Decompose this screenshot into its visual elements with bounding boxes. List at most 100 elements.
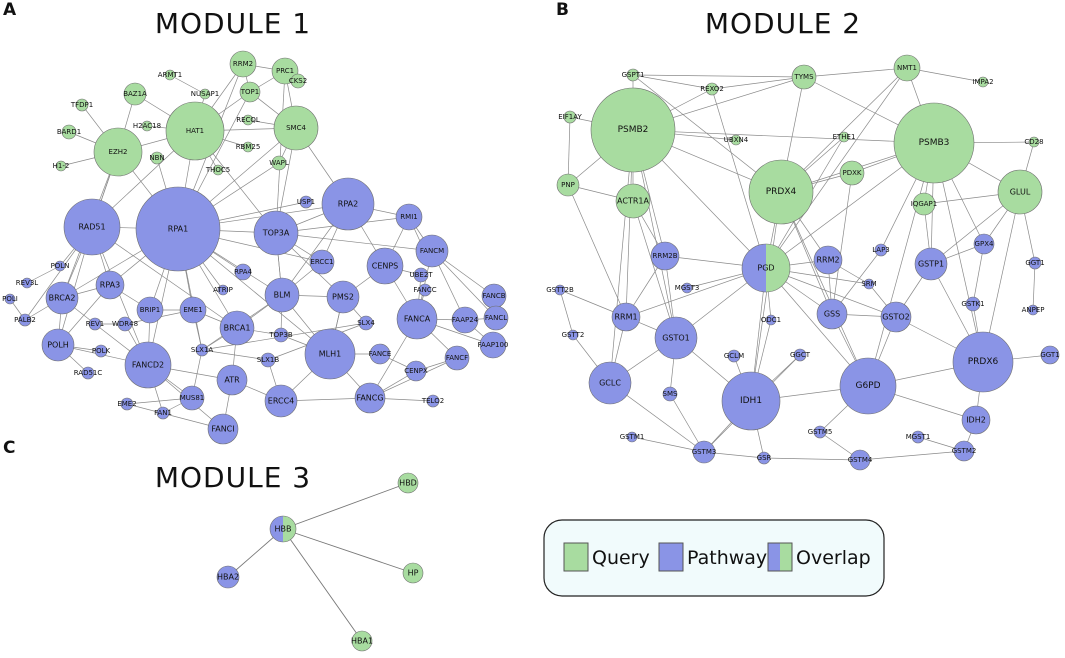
node-circle bbox=[748, 159, 814, 225]
node-label: PSMB3 bbox=[919, 138, 950, 148]
node-circle bbox=[199, 88, 211, 100]
node-label: GSTM3 bbox=[692, 448, 717, 456]
node-label: PRC1 bbox=[276, 67, 294, 75]
network-edge bbox=[126, 403, 224, 430]
node-nbn: NBN bbox=[149, 151, 165, 165]
node-label: RPA3 bbox=[100, 281, 120, 290]
node-circle bbox=[229, 50, 257, 78]
network-edge bbox=[559, 289, 574, 336]
network-edge bbox=[567, 116, 571, 186]
module-1-title: MODULE 1 bbox=[155, 7, 311, 40]
node-ercc1: ERCC1 bbox=[309, 249, 335, 275]
node-label: BRIP1 bbox=[140, 306, 160, 314]
node-gstp1: GSTP1 bbox=[914, 247, 948, 281]
node-rpa2: RPA2 bbox=[321, 177, 375, 231]
node-top1: TOP1 bbox=[239, 81, 261, 103]
node-outline bbox=[741, 243, 791, 293]
node-circle bbox=[239, 81, 261, 103]
node-circle bbox=[41, 328, 75, 362]
node-fancf: FANCF bbox=[444, 345, 470, 371]
node-label: PMS2 bbox=[332, 293, 354, 302]
node-cenps: CENPS bbox=[366, 247, 404, 285]
node-label: RPA1 bbox=[168, 225, 188, 234]
node-srm: SRM bbox=[861, 278, 877, 290]
node-label: UBXN4 bbox=[724, 136, 749, 144]
node-circle bbox=[217, 284, 229, 296]
node-ubxn4: UBXN4 bbox=[724, 134, 749, 146]
network-edge bbox=[632, 129, 935, 144]
node-top3b: TOP3B bbox=[268, 327, 293, 343]
node-fancm: FANCM bbox=[415, 234, 449, 268]
node-label: NMT1 bbox=[897, 64, 917, 72]
node-rmi1: RMI1 bbox=[395, 203, 423, 231]
node-circle bbox=[479, 331, 507, 359]
node-label: PSMB2 bbox=[618, 125, 649, 135]
node-label: IMPA2 bbox=[972, 78, 993, 86]
node-prdx6: PRDX6 bbox=[952, 331, 1014, 393]
node-circle bbox=[366, 247, 404, 285]
node-glul: GLUL bbox=[997, 169, 1043, 215]
node-label: FANCE bbox=[369, 350, 392, 358]
node-eme2: EME2 bbox=[117, 397, 137, 411]
node-circle bbox=[260, 352, 276, 368]
node-usp1: USP1 bbox=[297, 195, 315, 209]
node-label: GSTT2 bbox=[562, 331, 585, 339]
node-circle bbox=[219, 310, 255, 346]
node-gstm4: GSTM4 bbox=[848, 449, 873, 471]
node-circle bbox=[402, 562, 424, 584]
node-label: ODC1 bbox=[761, 316, 781, 324]
node-label: GSTM2 bbox=[952, 447, 977, 455]
node-label: EIF1AY bbox=[558, 113, 582, 121]
node-gclm: GCLM bbox=[724, 349, 744, 363]
node-circle bbox=[1028, 256, 1042, 270]
node-label: GSTP1 bbox=[918, 260, 944, 269]
node-label: USP1 bbox=[297, 198, 315, 206]
node-label: BRCA1 bbox=[224, 324, 251, 333]
node-fance: FANCE bbox=[369, 343, 392, 365]
legend-label-overlap: Overlap bbox=[796, 547, 871, 569]
node-gsr: GSR bbox=[757, 451, 772, 465]
node-g6pd: G6PD bbox=[839, 357, 897, 415]
node-h2ac18: H2AC18 bbox=[133, 120, 161, 132]
node-label: BRCA2 bbox=[49, 294, 76, 303]
node-label: GPX4 bbox=[975, 240, 994, 248]
node-half-pathway bbox=[742, 244, 766, 292]
node-circle bbox=[1028, 136, 1040, 148]
node-prc1: PRC1 bbox=[271, 57, 299, 85]
node-label: POLH bbox=[47, 341, 69, 350]
node-pms2: PMS2 bbox=[326, 280, 360, 314]
node-circle bbox=[626, 68, 640, 82]
legend-swatch-pathway bbox=[658, 542, 684, 572]
node-actr1a: ACTR1A bbox=[615, 183, 651, 219]
node-circle bbox=[61, 124, 77, 140]
node-circle bbox=[141, 120, 153, 132]
node-circle bbox=[721, 371, 781, 431]
node-circle bbox=[212, 164, 224, 176]
node-blm: BLM bbox=[264, 277, 300, 313]
network-edge bbox=[632, 74, 713, 90]
node-circle bbox=[242, 141, 254, 153]
node-rrm2b: RRM2B bbox=[650, 241, 680, 271]
node-label: CD28 bbox=[1024, 138, 1043, 146]
node-rad51c: RAD51C bbox=[74, 366, 102, 380]
node-label: G6PD bbox=[855, 381, 880, 391]
node-label: GSPT1 bbox=[622, 71, 645, 79]
node-baz1a: BAZ1A bbox=[123, 82, 147, 106]
node-label: GSTM4 bbox=[848, 456, 873, 464]
node-label: GSTM1 bbox=[620, 433, 645, 441]
network-edge bbox=[609, 129, 634, 384]
node-label: RMI1 bbox=[400, 213, 417, 221]
network-edge bbox=[803, 67, 908, 78]
node-circle bbox=[117, 316, 133, 332]
node-circle bbox=[395, 203, 423, 231]
node-circle bbox=[150, 151, 164, 165]
node-circle bbox=[54, 260, 66, 272]
node-fancg: FANCG bbox=[354, 382, 386, 414]
node-eif1ay: EIF1AY bbox=[558, 110, 582, 124]
node-label: HAT1 bbox=[186, 127, 204, 135]
node-tfdp1: TFDP1 bbox=[70, 98, 93, 112]
node-polh: POLH bbox=[41, 328, 75, 362]
node-circle bbox=[273, 327, 289, 343]
node-circle bbox=[590, 87, 676, 173]
node-circle bbox=[588, 361, 632, 405]
